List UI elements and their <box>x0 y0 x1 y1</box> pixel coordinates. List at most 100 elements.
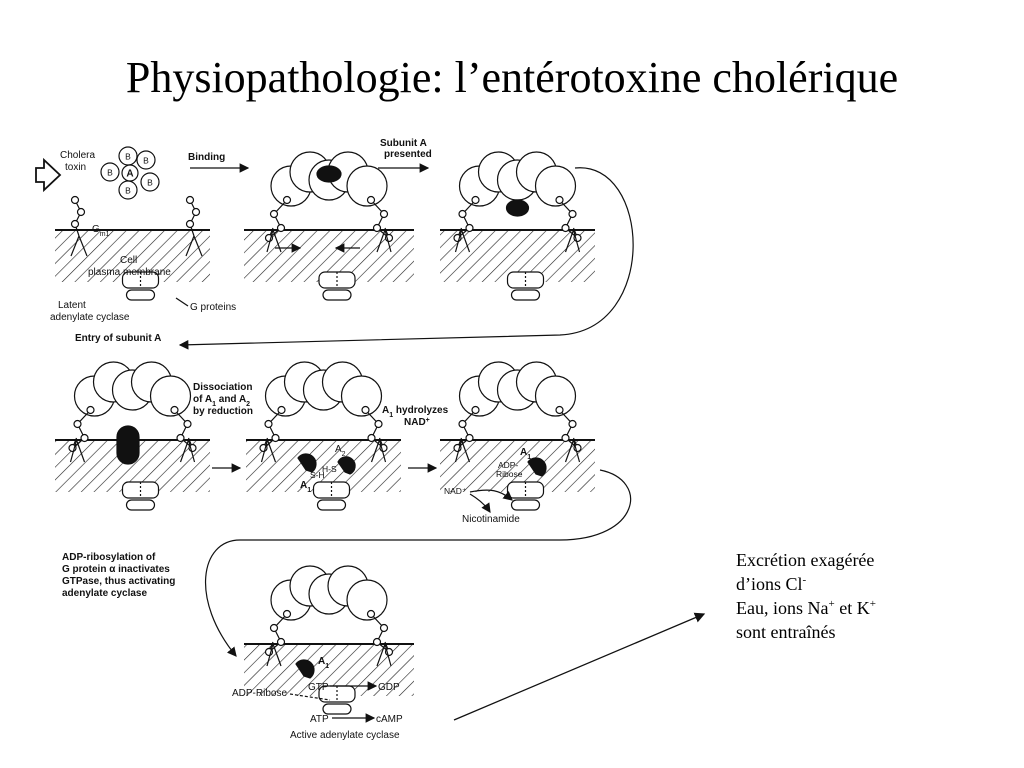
receptor-node <box>555 405 564 415</box>
cholera-toxin-label: toxin <box>65 162 86 173</box>
b-subunit-label: B <box>143 156 149 166</box>
a1-label: A1 <box>300 480 311 494</box>
active-ac-label: Active adenylate cyclase <box>290 730 400 741</box>
side-note-line1: Excrétion exagérée <box>736 550 875 570</box>
panel-binding <box>244 151 414 301</box>
binding-label: Binding <box>188 152 225 163</box>
lipid-anchor <box>193 235 203 257</box>
dissociation-label: Dissociation <box>193 382 252 393</box>
b-subunit-circle <box>100 162 120 182</box>
lipid-anchor <box>454 439 463 463</box>
b-subunit-circle <box>136 150 156 170</box>
input-arrow-icon <box>35 157 62 193</box>
a1-fragment <box>295 659 315 679</box>
cell-label: Cell <box>120 255 137 266</box>
adp-ribosylation-label: GTPase, thus activating <box>62 576 175 587</box>
lipid-anchor <box>564 229 575 253</box>
receptor-node <box>277 405 286 415</box>
atp-label: ATP <box>310 714 329 725</box>
adenylate-cyclase <box>125 289 156 301</box>
lipid-anchor <box>572 439 581 463</box>
receptor-node <box>367 433 376 443</box>
latent-label: Latent <box>58 300 86 311</box>
receptor-node <box>561 433 570 443</box>
dissociation-label: of A1 and A2 <box>193 394 250 408</box>
lipid-anchor <box>460 439 471 463</box>
free-receptor <box>74 199 82 237</box>
side-note: Excrétion exagérée d’ions Cl- Eau, ions … <box>736 548 1006 644</box>
lipid-anchor <box>75 439 86 463</box>
b-subunit-circle <box>340 375 383 417</box>
gdp-label: GDP <box>378 682 400 693</box>
lipid-anchor <box>454 229 463 253</box>
lipid-anchor <box>376 229 386 253</box>
camp-label: cAMP <box>376 714 403 725</box>
lipid-anchor <box>378 439 387 463</box>
lipid-anchor <box>187 439 196 463</box>
receptor-node <box>555 195 564 205</box>
entry-label: Entry of subunit A <box>75 333 161 344</box>
b-subunit-circle <box>149 375 192 417</box>
lipid-anchor <box>266 229 274 253</box>
g-proteins-label: G proteins <box>190 302 236 313</box>
cholera-toxin-label: Cholera <box>60 150 95 161</box>
free-receptor <box>189 199 197 237</box>
adp-ribosylation-label: adenylate cyclase <box>62 588 147 599</box>
receptor-node <box>70 195 80 205</box>
adenylate-cyclase <box>322 289 352 301</box>
subunit-a-presented-label: presented <box>384 149 432 160</box>
hydrolyzes-label: A1 hydrolyzes <box>382 405 449 419</box>
curved-arrow <box>178 167 634 350</box>
b-subunit-label: B <box>147 178 153 188</box>
receptor-node <box>271 433 280 443</box>
receptor-node <box>374 419 383 429</box>
adenylate-cyclase <box>316 499 347 511</box>
receptor-node <box>176 433 185 443</box>
receptor-node <box>366 609 376 619</box>
receptor-node <box>76 207 86 217</box>
lipid-anchor <box>70 235 80 257</box>
b-subunit-circle <box>346 165 388 207</box>
a1-fragment <box>297 453 317 473</box>
receptor-node <box>80 433 89 443</box>
lipid-anchor <box>266 439 277 463</box>
receptor-node <box>366 195 376 205</box>
a1-fragment <box>527 457 547 477</box>
lipid-anchor <box>78 235 88 257</box>
adenylate-cyclase <box>510 499 541 511</box>
latent-label: adenylate cyclase <box>50 312 130 323</box>
panel-entry <box>55 361 210 511</box>
subunit-a-presented-label: Subunit A <box>380 138 427 149</box>
panel-presented <box>440 151 595 301</box>
a2-label: A2 <box>335 444 346 458</box>
a-subunit-circle <box>121 164 139 182</box>
receptor-node <box>86 405 95 415</box>
adenylate-cyclase <box>510 289 541 301</box>
adp-ribosylation-label: G protein α inactivates <box>62 564 170 575</box>
receptor-node <box>185 195 195 205</box>
receptor-node <box>471 405 480 415</box>
receptor-node <box>465 223 474 233</box>
lipid-anchor <box>376 643 386 667</box>
side-note-line3: Eau, ions Na+ et K+ <box>736 598 876 618</box>
panel-hydrolysis <box>440 361 595 511</box>
receptor-node <box>568 419 577 429</box>
receptor-node <box>372 637 382 647</box>
receptor-node <box>379 623 389 633</box>
b-subunit-circle <box>140 172 160 192</box>
lipid-anchor <box>260 439 269 463</box>
adp-ribose-label: Ribose <box>496 469 523 479</box>
a-subunit <box>505 199 530 217</box>
lipid-anchor <box>69 439 78 463</box>
nad-arrow <box>469 489 513 501</box>
b-subunit-label: B <box>125 186 131 196</box>
receptor-node <box>269 209 279 219</box>
side-note-arrow <box>453 612 706 721</box>
cell-label: plasma membrane <box>88 267 171 278</box>
receptor-node <box>183 419 192 429</box>
curved-arrow <box>205 469 632 657</box>
receptor-node <box>276 223 286 233</box>
nicotinamide-label: Nicotinamide <box>462 514 520 525</box>
lipid-anchor <box>572 229 581 253</box>
adp-ribosylation-label: ADP-ribosylation of <box>62 552 156 563</box>
